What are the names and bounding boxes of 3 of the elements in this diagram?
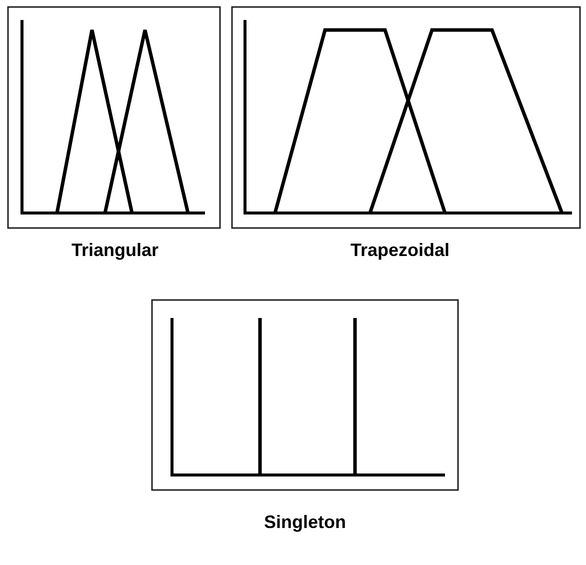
caption: Triangular: [71, 240, 159, 261]
caption: Trapezoidal: [350, 240, 450, 261]
caption: Singleton: [264, 512, 346, 533]
